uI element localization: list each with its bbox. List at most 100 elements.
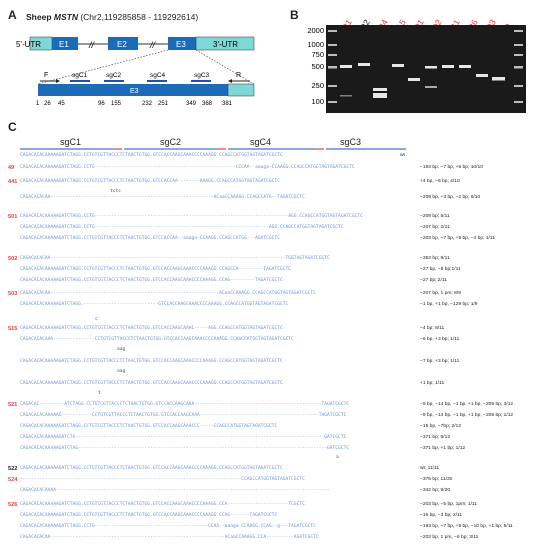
sgc4-label: sgC4 xyxy=(150,72,166,79)
gel-background xyxy=(326,25,526,113)
sgc2-bar xyxy=(104,80,124,82)
sequence-row: CAGACACACAAAAAGATCTAGG.CCTGTCGTTACCCTCTA… xyxy=(20,359,283,364)
mutation-annotation: −207 bp, 1 pm; 8/9 xyxy=(420,291,461,296)
sequence-row: CAGACACACAAAAAGATCTAGG.CCTG-------------… xyxy=(20,524,316,529)
primer-f-arrowhead xyxy=(56,79,60,83)
sequence-row: CAGACACACAA-----------------------------… xyxy=(20,291,316,296)
pos-96: 96 xyxy=(98,101,105,107)
sequence-row: ----------------------------------------… xyxy=(20,477,305,482)
zoom-line-right xyxy=(195,49,255,85)
header-sgc2: sgC2 xyxy=(160,137,182,147)
zoom-exon3-label: E3 xyxy=(130,88,139,95)
sequence-row: CAGACACACAAAAAGATCTAGG.CCTGTCGTTACCCTCTA… xyxy=(20,513,278,518)
sample-id-502: 502 xyxy=(8,256,18,262)
mutation-annotation: −27 bp; 2/11 xyxy=(420,278,447,283)
band-501 xyxy=(408,78,420,81)
pos-1: 1 xyxy=(36,101,40,107)
header-sgc4: sgC4 xyxy=(250,137,272,147)
mutation-annotation: −1 bp, +1 bp, −129 bp; 1/9 xyxy=(420,302,478,307)
pos-381: 381 xyxy=(222,101,233,107)
sample-id-441: 441 xyxy=(8,179,18,185)
ladder-750: 750 xyxy=(311,50,324,59)
mutation-annotation: −7 bp, +3 bp; 1/11 xyxy=(420,359,460,364)
band-515 xyxy=(392,64,404,67)
ladder-250: 250 xyxy=(311,81,324,90)
sgc1-bar xyxy=(70,80,90,82)
band-524-b xyxy=(373,93,387,98)
band-524-a xyxy=(373,88,387,91)
sequence-row: CAGACACACAAAAAGATCTAGG.CCTGTCGTTACCCTCTA… xyxy=(20,267,292,272)
mutation-annotation: −371 bp, +1 bp; 1/12 xyxy=(420,446,466,451)
exon3-box xyxy=(168,37,196,50)
sequence-row: CAGACACACAAAAAGATCTAGG.CCTGTCGTTACCCTCTA… xyxy=(20,179,280,184)
pos-45: 45 xyxy=(58,101,65,107)
primer-r-label: R xyxy=(236,72,241,79)
exon1-label: E1 xyxy=(59,40,69,49)
sgc2-label: sgC2 xyxy=(106,72,122,79)
break-mark-2: // xyxy=(149,40,157,50)
ladder-band xyxy=(514,54,523,56)
gene-structure-diagram: 5'-UTR E1 // E2 // E3 3'-UTR F R sgC1 sg… xyxy=(16,36,255,107)
gel-image: 521 522 524 515 501 502 441 526 503 49 2… xyxy=(307,17,526,113)
sequence-row: CAGACACACAAAA---------------------------… xyxy=(20,488,330,493)
band-503 xyxy=(476,74,488,77)
mutation-annotation: −16 bp, −3 bp; 2/11 xyxy=(420,513,463,518)
mutation-annotation: −207 bp; 2/11 xyxy=(420,225,450,230)
sample-id-526: 526 xyxy=(8,502,18,508)
ladder-band xyxy=(514,66,523,69)
sequence-row: CAGACACACAAAAAGATCTAGG.CCTG-------------… xyxy=(20,165,355,170)
sample-id-524: 524 xyxy=(8,477,18,483)
sample-id-515: 515 xyxy=(8,326,18,332)
insertion-note: aag xyxy=(117,347,126,352)
pos-26: 26 xyxy=(44,101,51,107)
ladder-band xyxy=(514,85,523,87)
sample-id-522: 522 xyxy=(8,466,18,472)
ladder-labels: 2000 1000 750 500 250 100 xyxy=(307,26,324,106)
insertion-note: t xyxy=(98,391,101,396)
sequence-row: CAGACACACAAAAAGATCTA--------------------… xyxy=(20,435,347,440)
sequence-row: CAGACACACAAAAAG-----------CCTGTCGTTACCCT… xyxy=(20,413,347,418)
exon2-label: E2 xyxy=(117,40,127,49)
sample-bands xyxy=(340,63,505,98)
gene-title: Sheep MSTN (Chr2,119285858 - 119292614) xyxy=(26,12,199,22)
sequence-row: CAGACACACAAAAAGATCTAGG.CCTGTCGTTACCCTCTA… xyxy=(20,381,283,386)
band-521 xyxy=(340,65,352,68)
zoom-line-left xyxy=(37,49,169,85)
sequence-row: CAGACACACAA-----------------------------… xyxy=(20,256,330,261)
ladder-band xyxy=(328,66,337,69)
mutation-annotation: −209 bp; 5/11 xyxy=(420,214,450,219)
pos-251: 251 xyxy=(158,101,169,107)
mutation-annotation: −9 bp, −14 bp, −1 bp, +1 bp, −209 bp; 1/… xyxy=(420,413,514,418)
sgc1-label: sgC1 xyxy=(72,72,88,79)
mutation-annotation: −27 bp, −8 bp;1/11 xyxy=(420,267,461,272)
insertion-note: c xyxy=(95,317,98,322)
ladder-band xyxy=(514,44,523,46)
sequence-row: CAGACACACAAAAAGATCTAGG.CCTGTCGTTACCCTCTA… xyxy=(20,278,283,283)
mutation-annotation: −203 bp, −5 bp, 1pm; 1/11 xyxy=(420,502,478,507)
panel-c-label: C xyxy=(8,120,17,134)
sequence-row: CAGACACACAAAAAGATCTAGG.CCTGTCGTTACCCTCTA… xyxy=(20,466,283,471)
mutation-annotation: −371 bp; 5/12 xyxy=(420,435,451,440)
sgc3-label: sgC3 xyxy=(194,72,210,79)
sequence-row: CAGACACACAAAAAGATCTAGG.CCTG-------------… xyxy=(20,214,363,219)
exon2-box xyxy=(108,37,138,50)
band-521-low xyxy=(340,95,352,97)
insertion-note: aag xyxy=(117,369,126,374)
sequence-row: CAGACACACAAAAAGATCTAGG.CCTGTCGTTACCCTCTA… xyxy=(20,326,283,331)
pos-368: 368 xyxy=(202,101,213,107)
pos-232: 232 xyxy=(142,101,153,107)
sample-id-521: 521 xyxy=(8,402,18,408)
sgc3-bar xyxy=(191,80,211,82)
sequence-row: CAGACAC---------ATCTAGG.CCTGTCGTTACCCTCT… xyxy=(20,402,350,407)
mutation-annotation: +1 bp; 1/11 xyxy=(420,381,445,386)
pos-155: 155 xyxy=(111,101,122,107)
ladder-band xyxy=(514,30,523,32)
exon1-box xyxy=(52,37,78,50)
mutation-annotation: −9 bp, −14 bp, −1 bp, +1 bp, −209 bp; 3/… xyxy=(420,402,514,407)
band-502 xyxy=(425,66,437,69)
break-mark-1: // xyxy=(88,40,96,50)
primer-r-arrowhead xyxy=(228,79,232,83)
ladder-band xyxy=(514,101,523,103)
exon3-label: E3 xyxy=(176,40,186,49)
mutation-annotation: −193 bp, −7 bp, +5 bp; 10/10 xyxy=(420,165,483,170)
